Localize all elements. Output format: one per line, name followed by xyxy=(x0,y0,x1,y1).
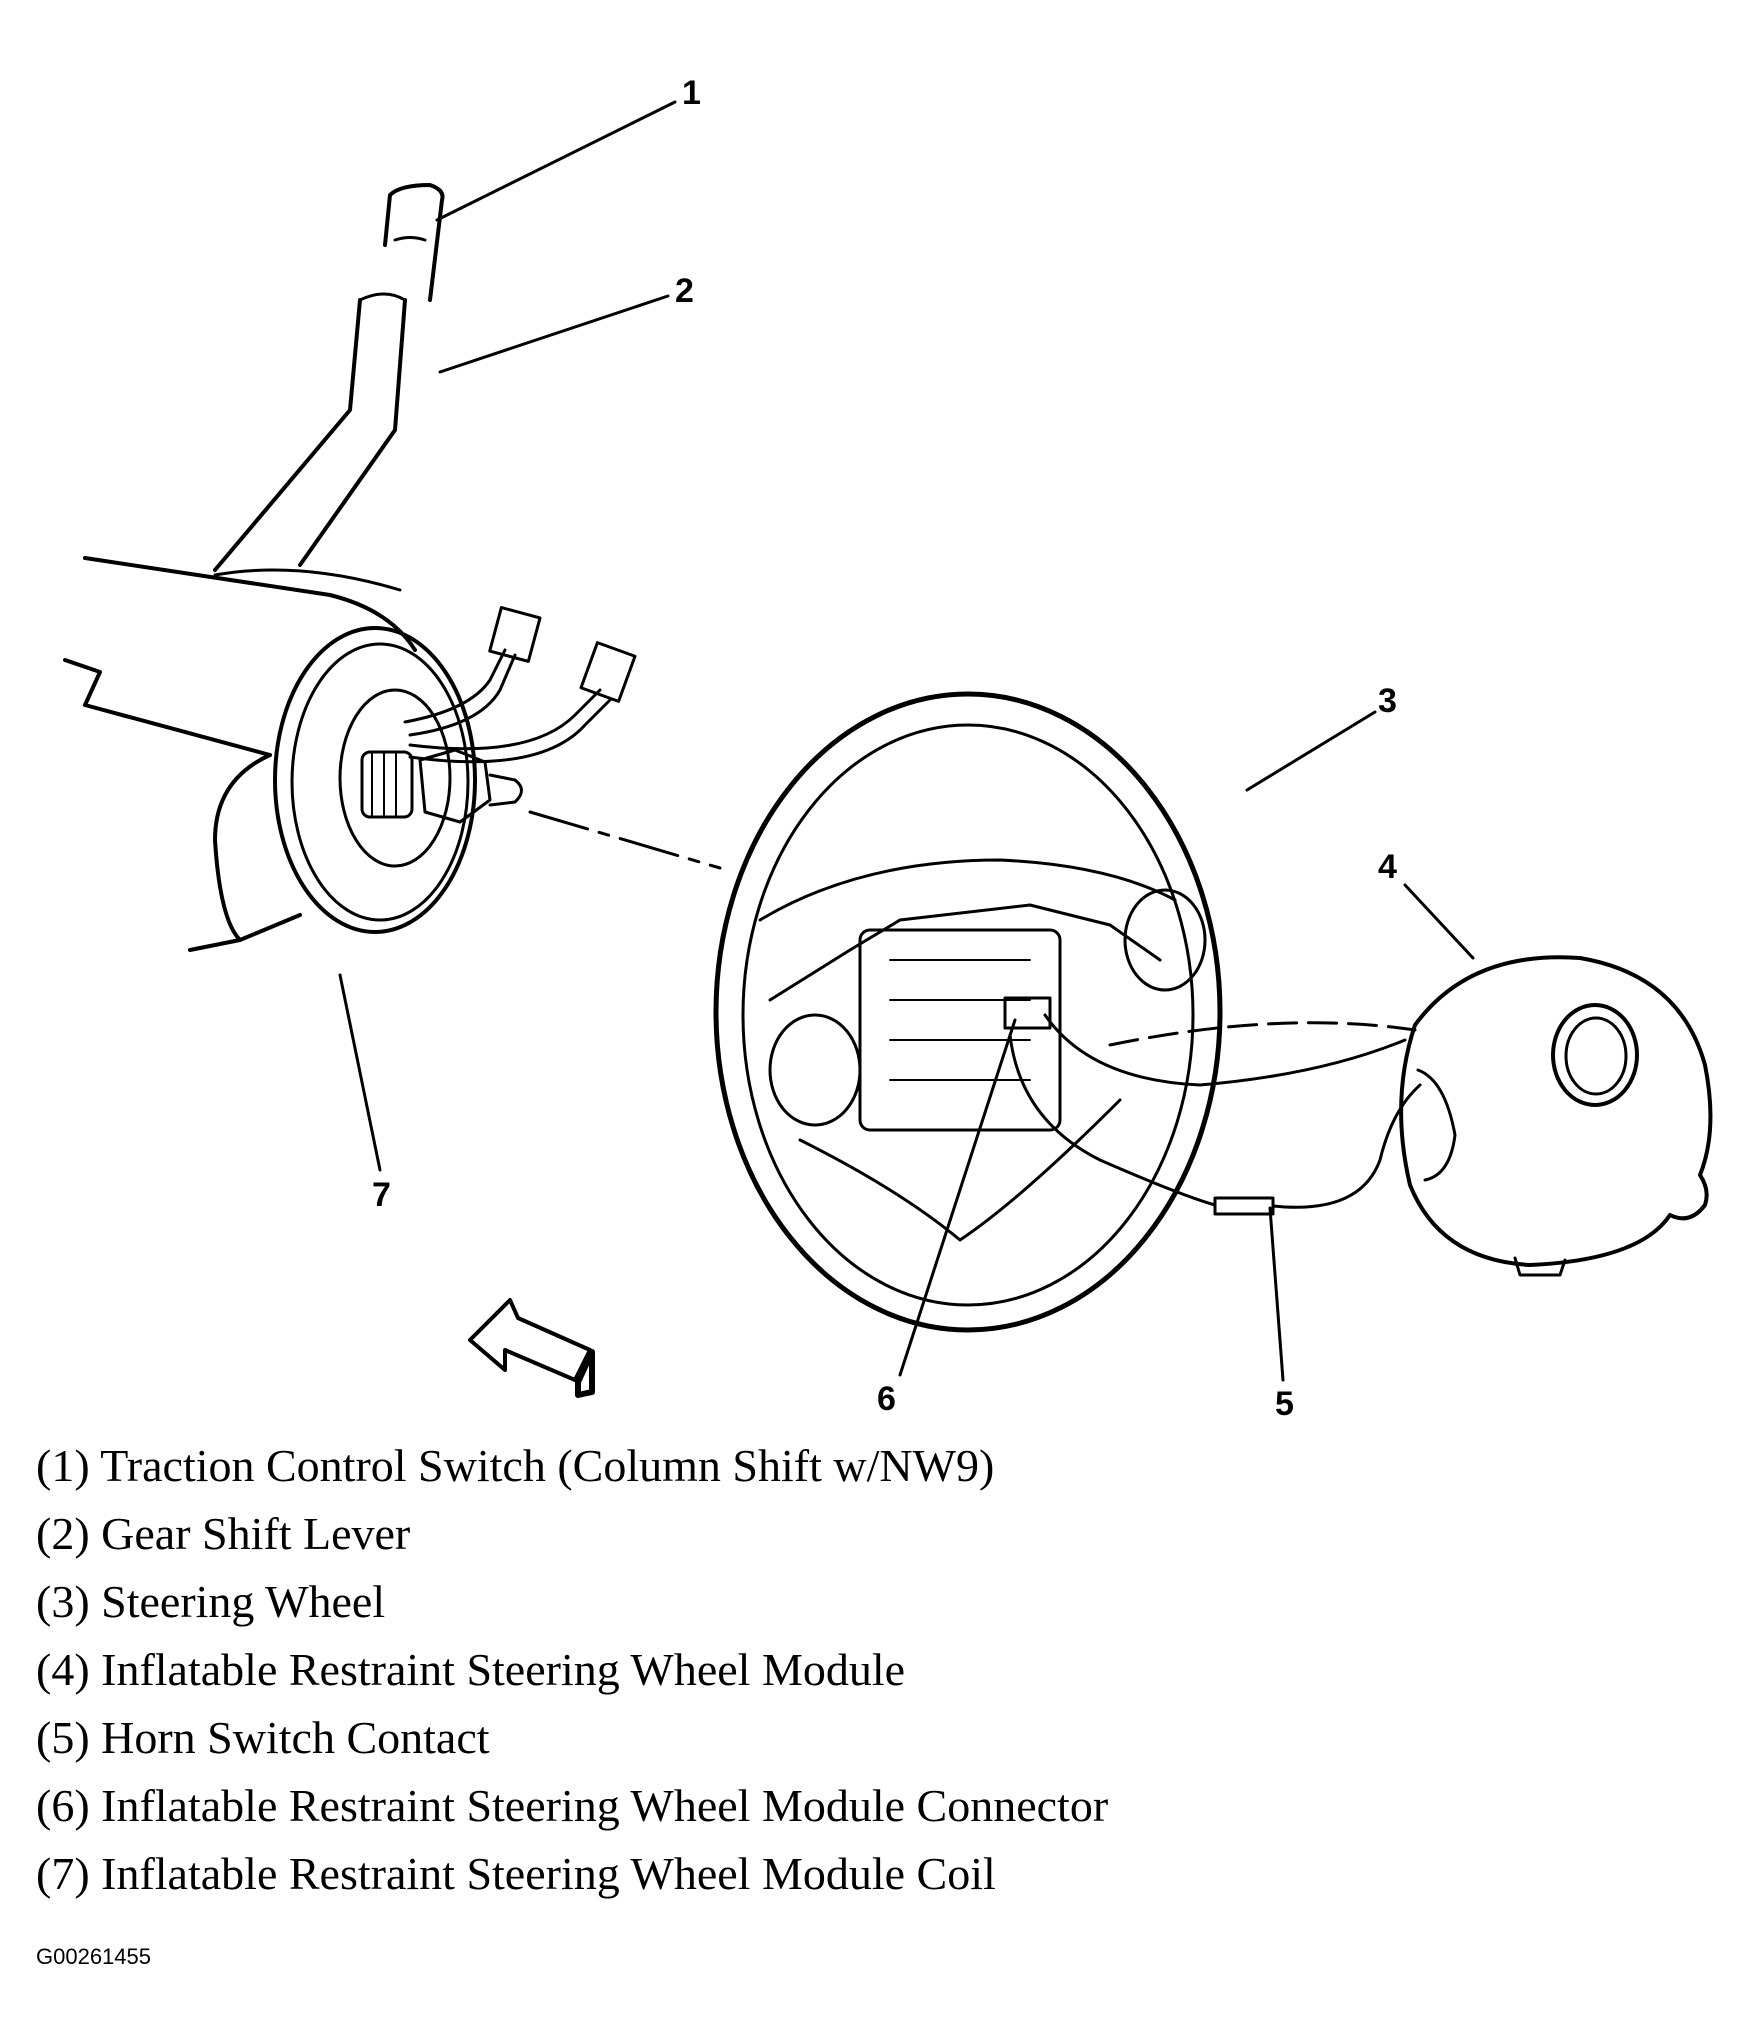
module-connector-wire xyxy=(1043,1013,1407,1087)
callout-5: 5 xyxy=(1275,1385,1294,1423)
callout-numbers: 1 2 3 4 5 6 7 xyxy=(372,74,1397,1423)
callout-4: 4 xyxy=(1378,848,1397,886)
steering-wheel xyxy=(713,691,1223,1333)
airbag-module xyxy=(1399,955,1713,1277)
callout-6: 6 xyxy=(877,1380,896,1418)
legend-item: (4) Inflatable Restraint Steering Wheel … xyxy=(36,1644,906,1695)
view-direction-arrow xyxy=(468,1298,595,1398)
coil-wiring xyxy=(403,606,637,764)
callout-1: 1 xyxy=(682,74,701,112)
leader-lines xyxy=(338,100,1475,1382)
parts-legend: (1) Traction Control Switch (Column Shif… xyxy=(36,1432,1716,1908)
legend-item: (1) Traction Control Switch (Column Shif… xyxy=(36,1440,995,1491)
callout-3: 3 xyxy=(1378,682,1397,720)
module-coil xyxy=(273,626,477,934)
legend-item: (6) Inflatable Restraint Steering Wheel … xyxy=(36,1780,1109,1831)
figure-id: G00261455 xyxy=(36,1944,151,1969)
legend-item: (7) Inflatable Restraint Steering Wheel … xyxy=(36,1848,996,1899)
legend-item: (5) Horn Switch Contact xyxy=(36,1712,490,1763)
legend-item: (2) Gear Shift Lever xyxy=(36,1508,411,1559)
callout-2: 2 xyxy=(675,272,694,310)
callout-7: 7 xyxy=(372,1176,391,1214)
gear-shift-lever xyxy=(213,183,445,572)
legend-item: (3) Steering Wheel xyxy=(36,1576,386,1627)
steering-column xyxy=(63,556,417,952)
exploded-view-diagram: 1 2 3 4 5 6 7 xyxy=(63,74,1713,1423)
